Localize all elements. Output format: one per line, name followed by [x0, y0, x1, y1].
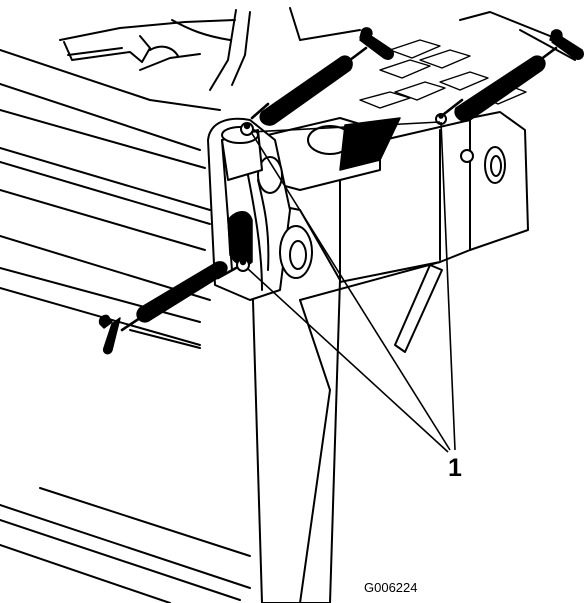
grease-fitting-icon	[236, 113, 447, 272]
lift-arm-assembly	[207, 111, 529, 603]
grease-gun-icon	[250, 27, 395, 126]
callout-label-1: 1	[448, 454, 462, 482]
figure-code: G006224	[364, 580, 418, 595]
grease-gun-icon	[98, 261, 238, 355]
callout-leaders	[246, 121, 456, 453]
grease-gun-icon	[442, 29, 585, 122]
machine-background	[0, 7, 576, 603]
